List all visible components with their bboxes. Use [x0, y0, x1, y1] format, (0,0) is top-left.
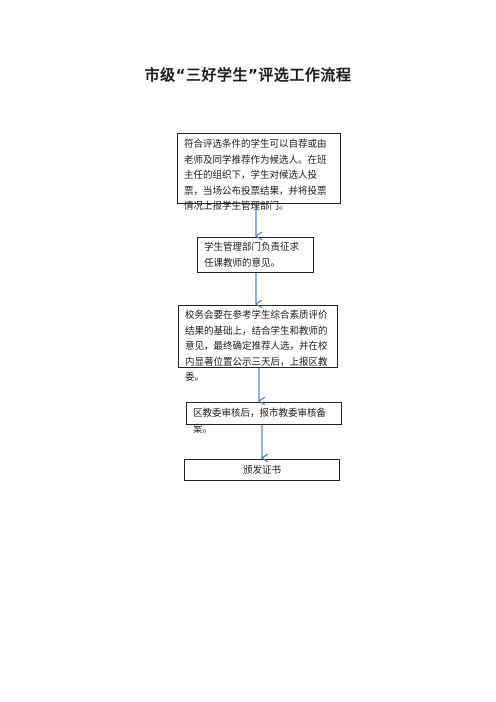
flow-step-text: 符合评选条件的学生可以自荐或由老师及同学推荐作为候选人。在班主任的组织下，学生对… — [184, 139, 327, 212]
flow-step-certificate: 颁发证书 — [184, 459, 340, 481]
flow-step-teacher-opinion: 学生管理部门负责征求任课教师的意见。 — [197, 237, 314, 273]
flow-step-text: 校务会要在参考学生综合素质评价结果的基础上，结合学生和教师的意见，最终确定推荐人… — [185, 310, 328, 383]
page-title: 市级“三好学生”评选工作流程 — [144, 66, 352, 84]
flow-step-text: 区教委审核后，报市教委审核备案。 — [193, 408, 327, 435]
flow-step-text: 学生管理部门负责征求任课教师的意见。 — [204, 242, 300, 269]
flow-step-text: 颁发证书 — [242, 465, 281, 476]
flow-step-school-decision: 校务会要在参考学生综合素质评价结果的基础上，结合学生和教师的意见，最终确定推荐人… — [178, 305, 338, 383]
flow-step-district-review: 区教委审核后，报市教委审核备案。 — [186, 402, 342, 435]
flow-step-nomination: 符合评选条件的学生可以自荐或由老师及同学推荐作为候选人。在班主任的组织下，学生对… — [177, 133, 341, 212]
